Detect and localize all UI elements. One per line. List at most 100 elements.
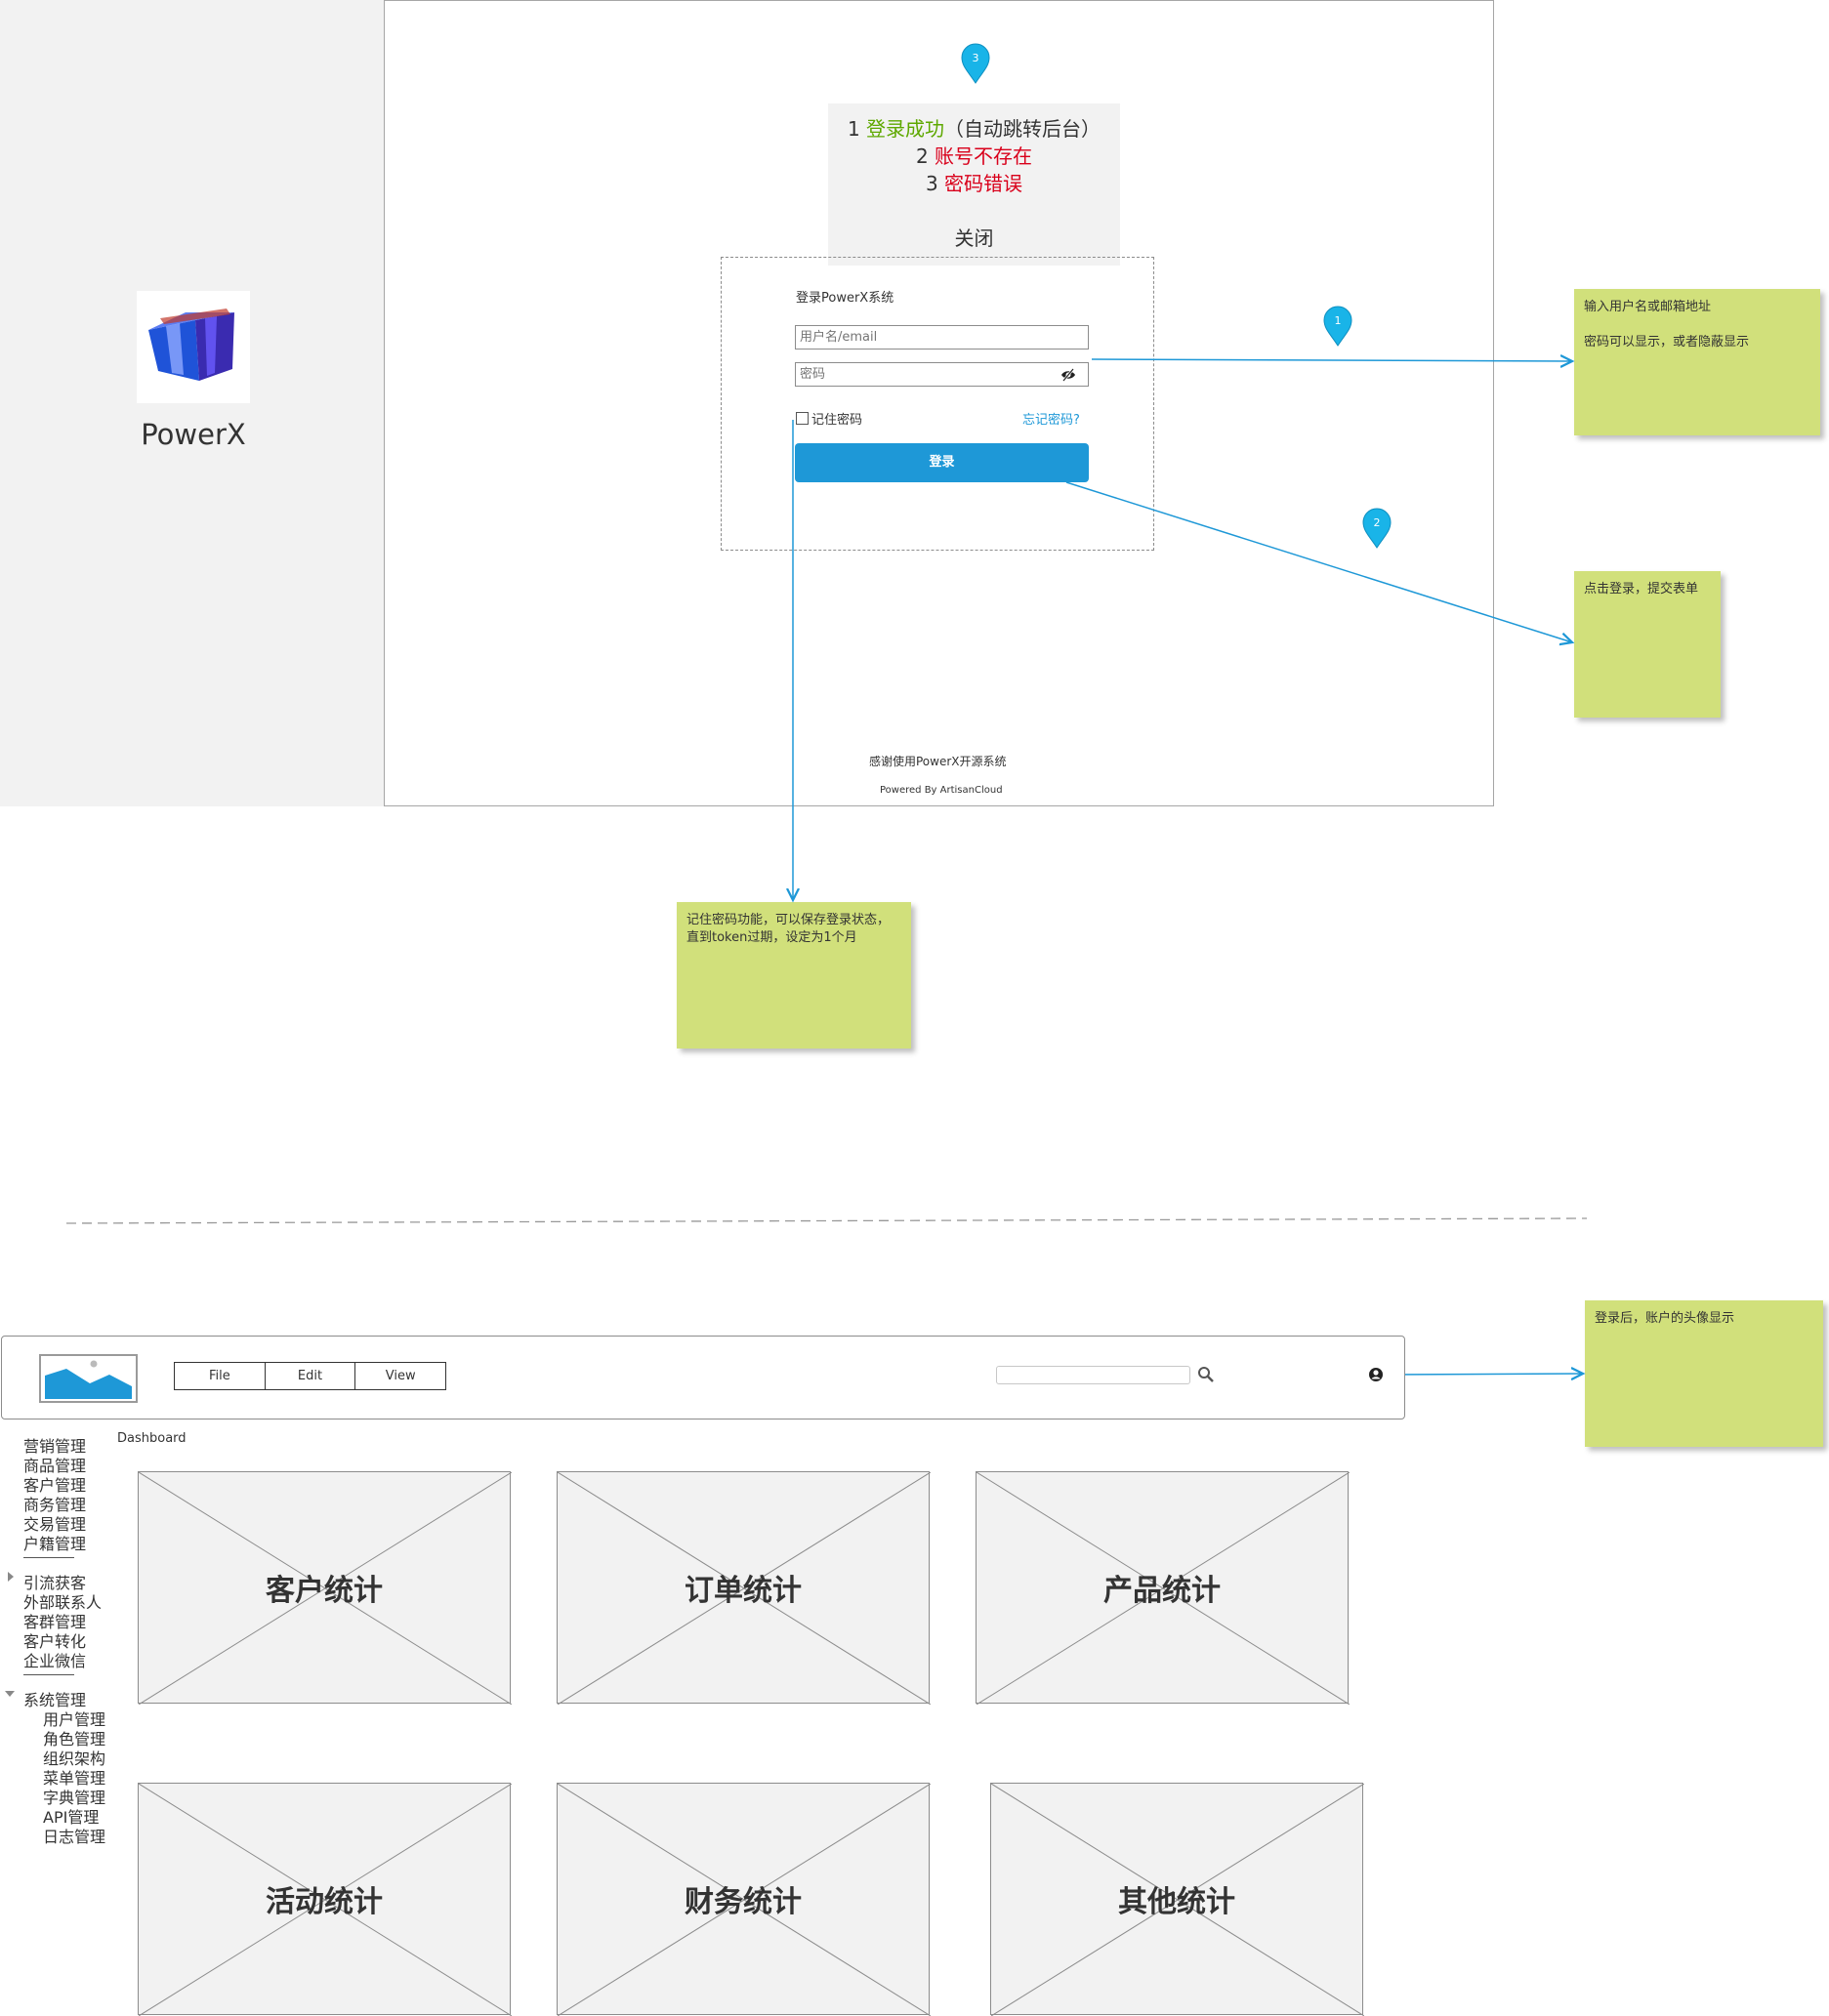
sidebar-item[interactable]: 角色管理 <box>43 1730 106 1749</box>
stat-card-products[interactable]: 产品统计 <box>976 1471 1350 1705</box>
sidebar-item[interactable]: 客群管理 <box>23 1613 87 1631</box>
sidebar-item[interactable]: 组织架构 <box>43 1749 106 1768</box>
user-avatar-icon[interactable] <box>1368 1367 1384 1382</box>
login-title: 登录PowerX系统 <box>796 291 894 306</box>
note-text: 输入用户名或邮箱地址 <box>1584 300 1712 314</box>
sidebar-item[interactable]: 客户管理 <box>23 1476 87 1495</box>
dashboard-sidebar: 营销管理 商品管理 客户管理 商务管理 交易管理 户籍管理 引流获客 外部联系人… <box>0 0 107 2015</box>
sidebar-item[interactable]: 户籍管理 <box>23 1535 87 1553</box>
note-remember-password: 记住密码功能，可以保存登录状态， 直到token过期，设定为1个月 <box>677 902 911 1049</box>
sidebar-item[interactable]: 企业微信 <box>23 1652 87 1670</box>
marker-pin-1: 1 <box>1323 306 1352 347</box>
menu-bar: File Edit View <box>174 1362 446 1390</box>
placeholder-cross <box>558 1784 931 2016</box>
success-note: （自动跳转后台） <box>944 117 1102 141</box>
stat-card-finance[interactable]: 财务统计 <box>557 1783 931 2016</box>
sidebar-item[interactable]: 日志管理 <box>43 1828 106 1846</box>
pin-number: 3 <box>973 52 979 64</box>
login-left-panel <box>0 0 385 806</box>
sidebar-divider <box>23 1674 74 1675</box>
success-status: 登录成功 <box>866 117 945 141</box>
powerx-logo <box>137 291 250 403</box>
stat-card-label: 客户统计 <box>266 1574 383 1608</box>
brand-name: PowerX <box>141 418 246 451</box>
forgot-password-link[interactable]: 忘记密码? <box>1022 413 1080 428</box>
marker-pin-2: 2 <box>1362 508 1392 549</box>
sidebar-item[interactable]: 商务管理 <box>23 1496 87 1514</box>
sidebar-item[interactable]: 营销管理 <box>23 1437 87 1456</box>
sidebar-group-title[interactable]: 系统管理 <box>23 1691 87 1709</box>
breadcrumb: Dashboard <box>117 1431 187 1446</box>
sidebar-divider <box>23 1557 74 1558</box>
sidebar-item[interactable]: 用户管理 <box>43 1710 106 1729</box>
stat-card-label: 活动统计 <box>266 1885 383 1919</box>
no-account-status: 账号不存在 <box>935 144 1033 168</box>
search-icon[interactable] <box>1197 1366 1215 1383</box>
stat-card-activities[interactable]: 活动统计 <box>138 1783 512 2016</box>
placeholder-cross <box>991 1784 1364 2016</box>
menu-view[interactable]: View <box>385 1369 416 1383</box>
cube-logo-icon <box>148 309 234 381</box>
sidebar-item[interactable]: API管理 <box>43 1808 100 1827</box>
footer-powered: Powered By ArtisanCloud <box>880 785 1003 796</box>
connector-username-note <box>1091 359 1572 361</box>
sidebar-item[interactable]: 外部联系人 <box>23 1593 103 1612</box>
popup-line-number: 3 <box>925 172 938 195</box>
marker-pin-3: 3 <box>961 43 990 84</box>
stat-card-label: 订单统计 <box>685 1574 802 1608</box>
pin-number: 2 <box>1374 516 1381 529</box>
popup-line-wrong-password: 3 密码错误 <box>828 170 1120 197</box>
sidebar-item[interactable]: 客户转化 <box>23 1632 87 1651</box>
placeholder-cross <box>558 1472 931 1705</box>
note-text: 直到token过期，设定为1个月 <box>686 930 857 945</box>
placeholder-cross <box>139 1472 512 1705</box>
username-input[interactable] <box>795 325 1089 350</box>
popup-close-button[interactable]: 关闭 <box>954 226 994 250</box>
stat-card-other[interactable]: 其他统计 <box>990 1783 1364 2016</box>
note-text: 记住密码功能，可以保存登录状态， <box>686 913 891 927</box>
connector-avatar-note <box>1391 1374 1583 1375</box>
search-input[interactable] <box>996 1366 1190 1384</box>
eye-slash-icon[interactable] <box>1060 367 1076 383</box>
login-result-popup: 1 登录成功（自动跳转后台） 2 账号不存在 3 密码错误 关闭 <box>828 103 1120 266</box>
note-login-submit: 点击登录，提交表单 <box>1574 571 1721 718</box>
stat-card-label: 财务统计 <box>685 1885 802 1919</box>
placeholder-cross <box>977 1472 1350 1705</box>
placeholder-cross <box>139 1784 512 2016</box>
checkbox-box[interactable] <box>796 412 809 425</box>
stat-card-label: 产品统计 <box>1103 1574 1221 1608</box>
note-text: 登录后，账户的头像显示 <box>1595 1311 1735 1326</box>
sidebar-item[interactable]: 交易管理 <box>23 1515 87 1534</box>
note-text: 密码可以显示，或者隐蔽显示 <box>1584 335 1750 350</box>
pin-number: 1 <box>1335 314 1342 327</box>
popup-line-number: 2 <box>915 144 929 168</box>
password-input[interactable] <box>795 362 1089 387</box>
stat-card-customers[interactable]: 客户统计 <box>138 1471 512 1705</box>
image-placeholder-icon <box>39 1354 138 1403</box>
caret-right-icon[interactable] <box>8 1572 14 1582</box>
menu-edit[interactable]: Edit <box>266 1363 356 1389</box>
sidebar-item[interactable]: 商品管理 <box>23 1457 87 1475</box>
popup-line-number: 1 <box>847 117 860 141</box>
section-separator <box>65 1217 1588 1224</box>
sidebar-item[interactable]: 菜单管理 <box>43 1769 106 1788</box>
popup-line-success: 1 登录成功（自动跳转后台） <box>828 115 1120 143</box>
caret-down-icon[interactable] <box>5 1691 15 1697</box>
remember-password-checkbox[interactable]: 记住密码 <box>796 409 862 428</box>
menu-file[interactable]: File <box>175 1363 266 1389</box>
note-username: 输入用户名或邮箱地址 密码可以显示，或者隐蔽显示 <box>1574 289 1820 435</box>
wrong-password-status: 密码错误 <box>944 172 1023 195</box>
popup-line-no-account: 2 账号不存在 <box>828 143 1120 170</box>
stat-card-orders[interactable]: 订单统计 <box>557 1471 931 1705</box>
login-button[interactable]: 登录 <box>795 443 1089 482</box>
stat-card-label: 其他统计 <box>1118 1885 1235 1919</box>
login-form-box <box>721 257 1154 551</box>
footer-thanks: 感谢使用PowerX开源系统 <box>869 755 1007 768</box>
connector-login-note <box>1065 481 1572 642</box>
sidebar-item[interactable]: 字典管理 <box>43 1789 106 1807</box>
remember-label: 记住密码 <box>811 413 863 428</box>
note-text: 点击登录，提交表单 <box>1584 582 1699 597</box>
sidebar-group-title[interactable]: 引流获客 <box>23 1574 87 1592</box>
note-avatar: 登录后，账户的头像显示 <box>1585 1300 1823 1447</box>
